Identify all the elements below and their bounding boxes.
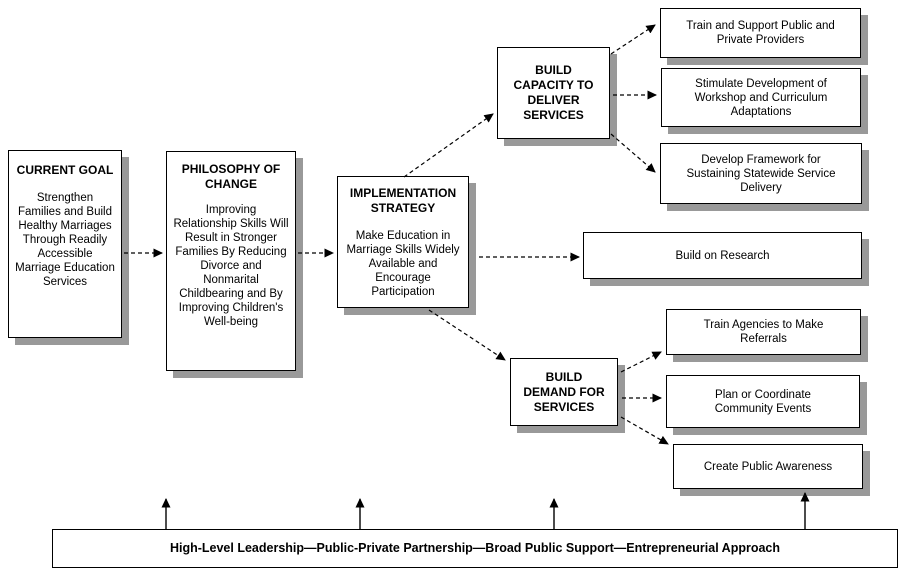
box-build-demand: BUILD DEMAND FOR SERVICES xyxy=(510,358,618,426)
box-build-on-research: Build on Research xyxy=(583,232,862,279)
demand-outcome-label: Train Agencies to Make Referrals xyxy=(703,319,824,345)
current-goal-title: CURRENT GOAL xyxy=(16,163,114,177)
box-train-support-providers: Train and Support Public and Private Pro… xyxy=(660,8,861,58)
research-outcome-label: Build on Research xyxy=(675,249,770,262)
box-implementation-strategy: IMPLEMENTATION STRATEGY Make Education i… xyxy=(337,176,469,308)
foundation-bar-label: High-Level Leadership—Public-Private Par… xyxy=(169,541,781,555)
arrow-demand-to-public-awareness xyxy=(620,416,669,445)
box-create-public-awareness: Create Public Awareness xyxy=(673,444,863,489)
arrow-demand-to-train-agencies xyxy=(620,351,662,373)
box-plan-coordinate-events: Plan or Coordinate Community Events xyxy=(666,375,860,428)
capacity-outcome-label: Develop Framework for Sustaining Statewi… xyxy=(686,153,836,194)
box-develop-framework: Develop Framework for Sustaining Statewi… xyxy=(660,143,862,204)
arrow-capacity-to-train-support xyxy=(610,24,656,55)
build-capacity-title: BUILD CAPACITY TO DELIVER SERVICES xyxy=(513,63,594,122)
implementation-body: Make Education in Marriage Skills Widely… xyxy=(346,230,460,298)
implementation-title: IMPLEMENTATION STRATEGY xyxy=(349,186,457,215)
box-train-agencies: Train Agencies to Make Referrals xyxy=(666,309,861,355)
box-philosophy-of-change: PHILOSOPHY OF CHANGE Improving Relations… xyxy=(166,151,296,371)
philosophy-title: PHILOSOPHY OF CHANGE xyxy=(181,162,281,191)
demand-outcome-label: Plan or Coordinate Community Events xyxy=(714,388,812,415)
capacity-outcome-label: Stimulate Development of Workshop and Cu… xyxy=(694,77,828,118)
arrow-capacity-to-develop-framework xyxy=(610,133,656,173)
philosophy-body: Improving Relationship Skills Will Resul… xyxy=(173,204,289,328)
build-demand-title: BUILD DEMAND FOR SERVICES xyxy=(523,369,605,414)
box-current-goal: CURRENT GOAL Strengthen Families and Bui… xyxy=(8,150,122,338)
box-build-capacity: BUILD CAPACITY TO DELIVER SERVICES xyxy=(497,47,610,139)
arrow-implementation-to-build-demand xyxy=(428,309,506,361)
current-goal-body: Strengthen Families and Build Healthy Ma… xyxy=(15,192,115,288)
arrow-implementation-to-build-capacity xyxy=(403,113,494,178)
foundation-bar: High-Level Leadership—Public-Private Par… xyxy=(52,529,898,568)
capacity-outcome-label: Train and Support Public and Private Pro… xyxy=(686,20,835,46)
demand-outcome-label: Create Public Awareness xyxy=(703,460,833,473)
box-stimulate-development: Stimulate Development of Workshop and Cu… xyxy=(661,68,861,127)
